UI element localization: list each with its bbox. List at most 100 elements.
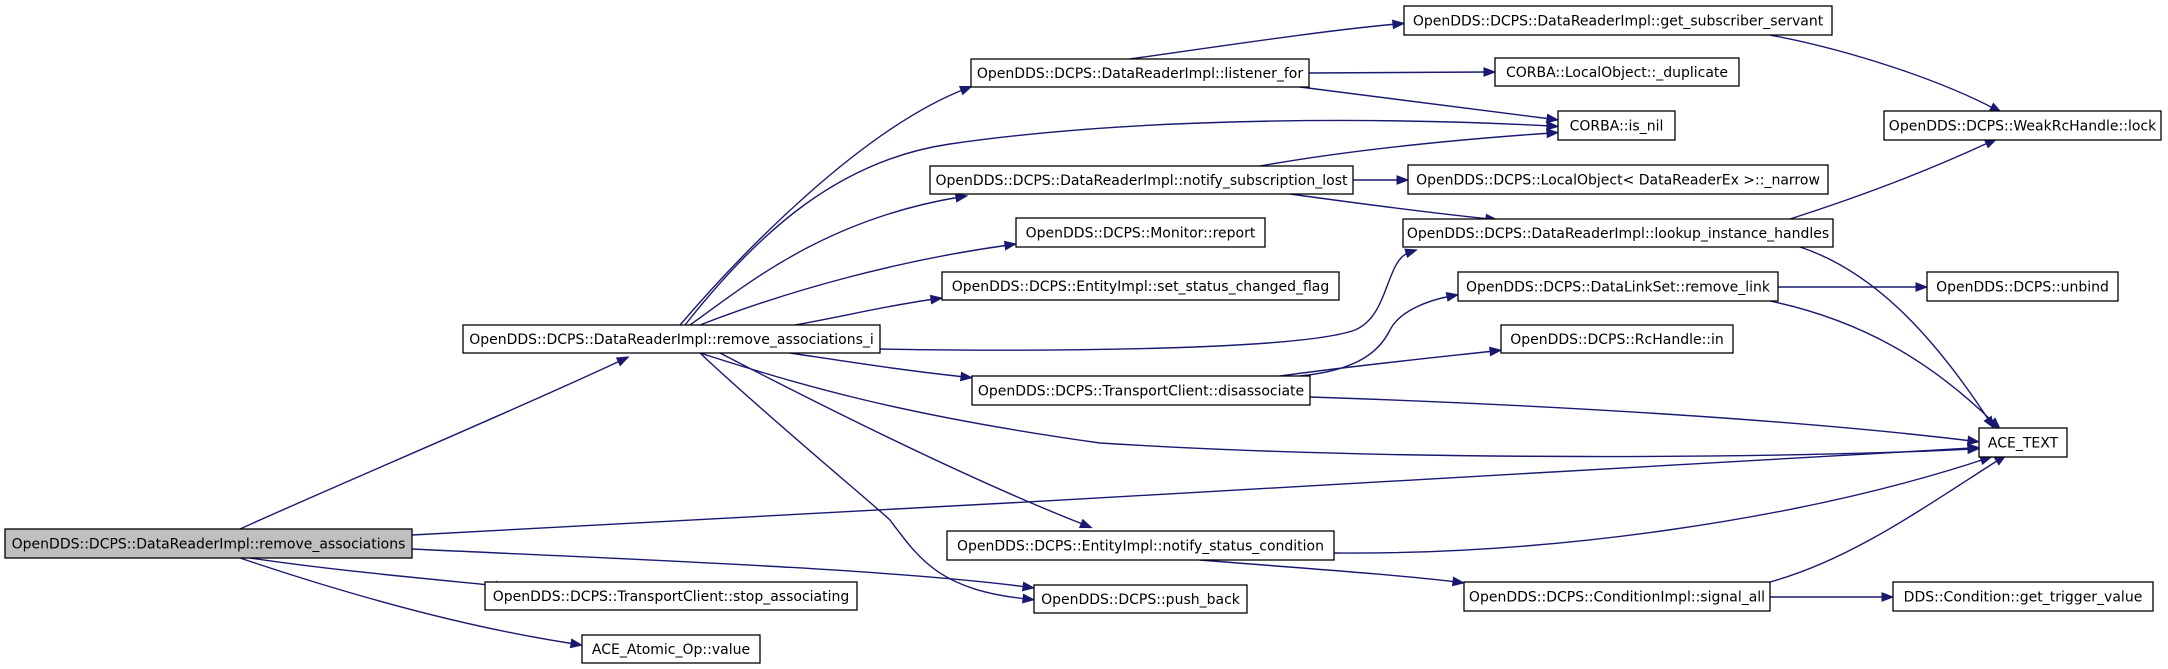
edge-n1-n6 (789, 352, 974, 382)
edge-n2-n11 (1129, 19, 1406, 60)
edge-n0-n10 (239, 557, 584, 649)
arrowhead-icon (1881, 592, 1895, 602)
node-label: OpenDDS::DCPS::TransportClient::disassoc… (978, 384, 1304, 400)
nodes-layer: OpenDDS::DCPS::DataReaderImpl::remove_as… (4, 5, 2162, 664)
node-disassociate[interactable]: OpenDDS::DCPS::TransportClient::disassoc… (971, 375, 1311, 406)
edge-n1-n15 (879, 248, 1419, 351)
node-rchandle-in[interactable]: OpenDDS::DCPS::RcHandle::in (1500, 324, 1734, 354)
edge-n1-n9 (699, 352, 1036, 604)
arrowhead-icon (1545, 113, 1560, 124)
edge-n1-n4 (699, 240, 1018, 326)
edge-line (699, 352, 1028, 600)
edge-line (1129, 23, 1398, 60)
node-label: OpenDDS::DCPS::EntityImpl::notify_status… (957, 539, 1324, 555)
arrowhead-icon (569, 638, 584, 649)
arrowhead-icon (1022, 593, 1036, 604)
arrowhead-icon (1445, 291, 1460, 302)
edge-n1-n3 (689, 192, 969, 326)
node-label: ACE_Atomic_Op::value (592, 642, 750, 658)
node-listener-for[interactable]: OpenDDS::DCPS::DataReaderImpl::listener_… (970, 58, 1310, 88)
node-signal-all[interactable]: OpenDDS::DCPS::ConditionImpl::signal_all (1463, 581, 1771, 612)
arrowhead-icon (1392, 19, 1406, 30)
arrowhead-icon (1489, 346, 1503, 357)
edge-line (1279, 350, 1495, 377)
arrowhead-icon (1021, 581, 1036, 592)
edge-n0-n21 (411, 443, 1981, 536)
node-ace-atomic-op-value[interactable]: ACE_Atomic_Op::value (581, 634, 761, 664)
edge-line (1769, 458, 2001, 583)
edge-line (1799, 246, 1991, 423)
node-monitor-report[interactable]: OpenDDS::DCPS::Monitor::report (1015, 217, 1266, 248)
node-ace-text[interactable]: ACE_TEXT (1978, 427, 2068, 458)
node-label: OpenDDS::DCPS::ConditionImpl::signal_all (1469, 590, 1765, 606)
node-corba-is-nil[interactable]: CORBA::is_nil (1557, 110, 1676, 141)
arrowhead-icon (1915, 282, 1929, 292)
edge-n3-n13 (1259, 128, 1560, 167)
edge-n1-n7 (719, 352, 1093, 529)
node-label: OpenDDS::DCPS::RcHandle::in (1510, 332, 1724, 348)
edge-line (719, 352, 1086, 526)
node-notify-status-condition[interactable]: OpenDDS::DCPS::EntityImpl::notify_status… (946, 530, 1335, 561)
edge-line (249, 557, 501, 587)
node-get-trigger-value[interactable]: DDS::Condition::get_trigger_value (1892, 581, 2154, 612)
node-label: OpenDDS::DCPS::DataLinkSet::remove_link (1466, 280, 1771, 296)
edge-n16-n21 (1769, 300, 2001, 430)
edge-line (794, 298, 936, 326)
edge-line (689, 196, 961, 326)
edge-n1-n2 (679, 86, 973, 326)
arrowhead-icon (1404, 248, 1419, 259)
edge-n6-n17 (1279, 346, 1503, 377)
node-label: CORBA::is_nil (1570, 119, 1664, 135)
node-label: OpenDDS::DCPS::DataReaderImpl::lookup_in… (1407, 226, 1829, 242)
edge-line (1333, 458, 1986, 554)
edge-n0-n9 (411, 548, 1036, 592)
node-notify-subscription-lost[interactable]: OpenDDS::DCPS::DataReaderImpl::notify_su… (929, 165, 1354, 195)
arrowhead-icon (960, 371, 974, 382)
node-set-status-changed-flag[interactable]: OpenDDS::DCPS::EntityImpl::set_status_ch… (941, 271, 1340, 301)
edge-n16-n20 (1778, 282, 1929, 292)
node-weakrchandle-lock[interactable]: OpenDDS::DCPS::WeakRcHandle::lock (1883, 110, 2162, 141)
edge-line (1789, 141, 1991, 220)
node-remove-associations-i[interactable]: OpenDDS::DCPS::DataReaderImpl::remove_as… (462, 324, 881, 354)
edge-line (1309, 396, 1973, 442)
node-label: OpenDDS::DCPS::LocalObject< DataReaderEx… (1416, 173, 1820, 189)
edge-line (879, 251, 1411, 351)
node-remove-link[interactable]: OpenDDS::DCPS::DataLinkSet::remove_link (1457, 271, 1779, 302)
node-label: OpenDDS::DCPS::DataReaderImpl::notify_su… (936, 173, 1348, 189)
edge-n7-n21 (1333, 455, 1993, 554)
node-label: DDS::Condition::get_trigger_value (1904, 590, 2143, 606)
arrowhead-icon (615, 356, 630, 367)
node-lookup-instance-handles[interactable]: OpenDDS::DCPS::DataReaderImpl::lookup_in… (1402, 218, 1834, 248)
edge-line (239, 359, 623, 530)
edge-line (789, 352, 966, 378)
edge-line (411, 447, 1973, 536)
node-label: OpenDDS::DCPS::DataReaderImpl::listener_… (977, 66, 1303, 82)
node-label: OpenDDS::DCPS::DataReaderImpl::get_subsc… (1413, 14, 1824, 30)
node-label: OpenDDS::DCPS::DataReaderImpl::remove_as… (469, 332, 874, 348)
node-get-subscriber-servant[interactable]: OpenDDS::DCPS::DataReaderImpl::get_subsc… (1403, 5, 1833, 36)
edges-layer (239, 19, 2008, 649)
node-label: CORBA::LocalObject::_duplicate (1506, 65, 1728, 81)
edge-line (1769, 34, 1996, 110)
node-push-back[interactable]: OpenDDS::DCPS::push_back (1033, 584, 1248, 614)
node-remove-associations[interactable]: OpenDDS::DCPS::DataReaderImpl::remove_as… (4, 528, 413, 559)
edge-line (679, 88, 966, 326)
node-label: OpenDDS::DCPS::WeakRcHandle::lock (1889, 119, 2157, 135)
edge-n3-n14 (1353, 175, 1410, 185)
edge-line (411, 548, 1028, 588)
node-corba-duplicate[interactable]: CORBA::LocalObject::_duplicate (1494, 57, 1740, 87)
arrowhead-icon (1003, 240, 1018, 251)
node-unbind[interactable]: OpenDDS::DCPS::unbind (1926, 271, 2119, 302)
edge-line (684, 119, 1552, 326)
edge-line (1308, 71, 1489, 74)
edge-line (699, 244, 1010, 326)
edge-n1-n13 (684, 119, 1560, 326)
node-stop-associating[interactable]: OpenDDS::DCPS::TransportClient::stop_ass… (484, 581, 858, 611)
edge-line (1289, 193, 1491, 220)
node-local-object-narrow[interactable]: OpenDDS::DCPS::LocalObject< DataReaderEx… (1407, 164, 1829, 195)
arrowhead-icon (1546, 128, 1560, 139)
edge-n2-n12 (1308, 67, 1497, 77)
arrowhead-icon (1483, 67, 1497, 77)
arrowhead-icon (1546, 120, 1560, 131)
